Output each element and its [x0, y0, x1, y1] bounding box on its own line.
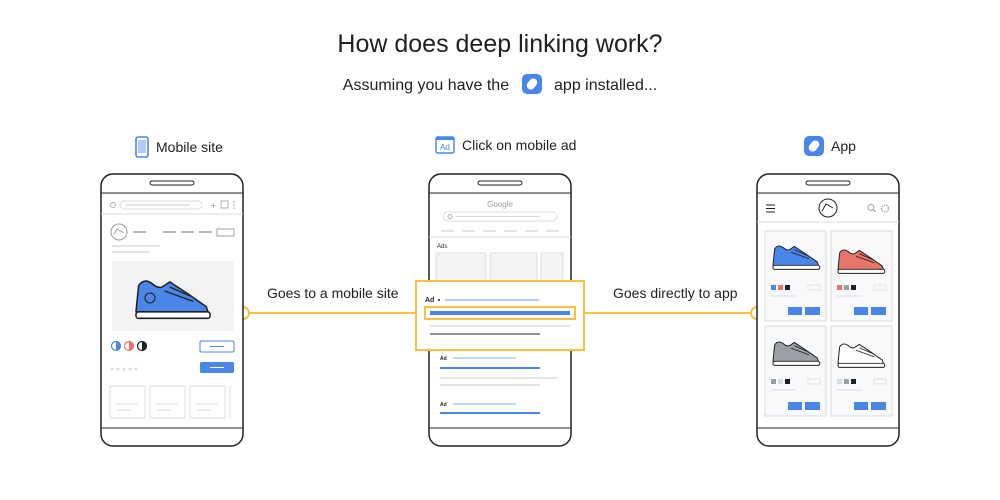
column-label-text: Mobile site: [156, 139, 223, 155]
edge-label-mobile-site: Goes to a mobile site: [267, 285, 399, 301]
ads-section-label: Ads: [437, 244, 447, 250]
tabs-icon: [220, 200, 229, 209]
search-input[interactable]: [442, 211, 558, 222]
logo-icon: [110, 223, 128, 241]
subtitle-after: app installed...: [554, 77, 658, 95]
search-icon: [447, 214, 453, 219]
app-icon: [521, 74, 542, 94]
search-icon[interactable]: [867, 204, 875, 211]
column-label-mobile-ad: Ad Click on mobile ad: [435, 136, 576, 154]
product-card[interactable]: [764, 230, 827, 322]
diagram-subtitle: Assuming you have the app installed...: [0, 74, 1000, 96]
phone-mobile-ad: Google Ads Ad Ad Ad: [415, 173, 585, 447]
column-label-text: App: [831, 138, 856, 154]
product-card[interactable]: [830, 230, 893, 322]
svg-text:Ad: Ad: [425, 297, 434, 304]
logo-icon: [818, 198, 838, 218]
svg-text:Ad: Ad: [440, 356, 447, 362]
svg-text:Ad: Ad: [440, 143, 450, 152]
column-label-app: App: [804, 136, 856, 156]
phone-mobile-site: +: [100, 173, 244, 447]
diagram-title: How does deep linking work?: [337, 30, 663, 58]
color-swatches: [110, 340, 148, 352]
product-card[interactable]: [764, 325, 827, 417]
column-label-mobile-site: Mobile site: [135, 136, 223, 158]
highlighted-ad[interactable]: Ad: [415, 280, 585, 351]
ad-result-2: Ad: [440, 356, 558, 386]
ad-icon: Ad: [435, 136, 455, 154]
phone-app: [756, 173, 900, 447]
home-icon: [110, 202, 116, 208]
related-products: [109, 385, 231, 419]
column-label-text: Click on mobile ad: [462, 137, 577, 153]
product-card[interactable]: [830, 325, 893, 417]
app-icon: [804, 136, 824, 156]
edge-label-app: Goes directly to app: [613, 285, 738, 301]
gear-icon[interactable]: [880, 204, 890, 213]
mobile-phone-icon: [135, 136, 149, 158]
plus-icon: +: [210, 201, 217, 210]
search-brand: Google: [487, 200, 513, 209]
ad-result-3: Ad: [440, 402, 540, 414]
subtitle-before: Assuming you have the: [342, 77, 510, 95]
url-bar: [119, 200, 203, 210]
menu-icon[interactable]: [766, 204, 775, 213]
svg-text:Ad: Ad: [440, 402, 447, 408]
